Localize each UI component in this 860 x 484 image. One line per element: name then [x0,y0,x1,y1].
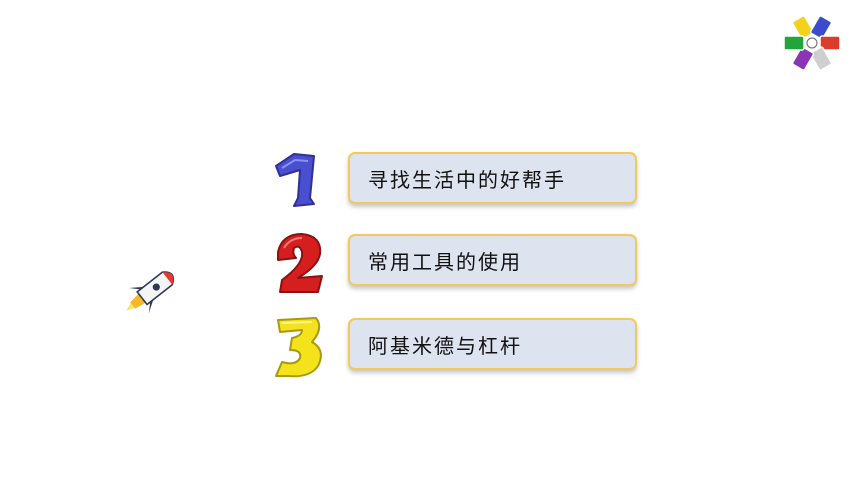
number-1-icon [275,153,315,207]
menu-item-1[interactable]: 寻找生活中的好帮手 [268,148,648,212]
menu-item-label[interactable]: 常用工具的使用 [348,234,637,286]
number-3-icon [275,317,322,378]
rocket-icon [126,271,175,314]
menu-item-label[interactable]: 寻找生活中的好帮手 [348,152,637,204]
menu-item-2[interactable]: 常用工具的使用 [268,230,648,294]
menu-item-3[interactable]: 阿基米德与杠杆 [268,314,648,378]
menu-item-label[interactable]: 阿基米德与杠杆 [348,318,637,370]
number-2-icon [277,233,323,293]
flower-logo-icon [783,15,841,71]
